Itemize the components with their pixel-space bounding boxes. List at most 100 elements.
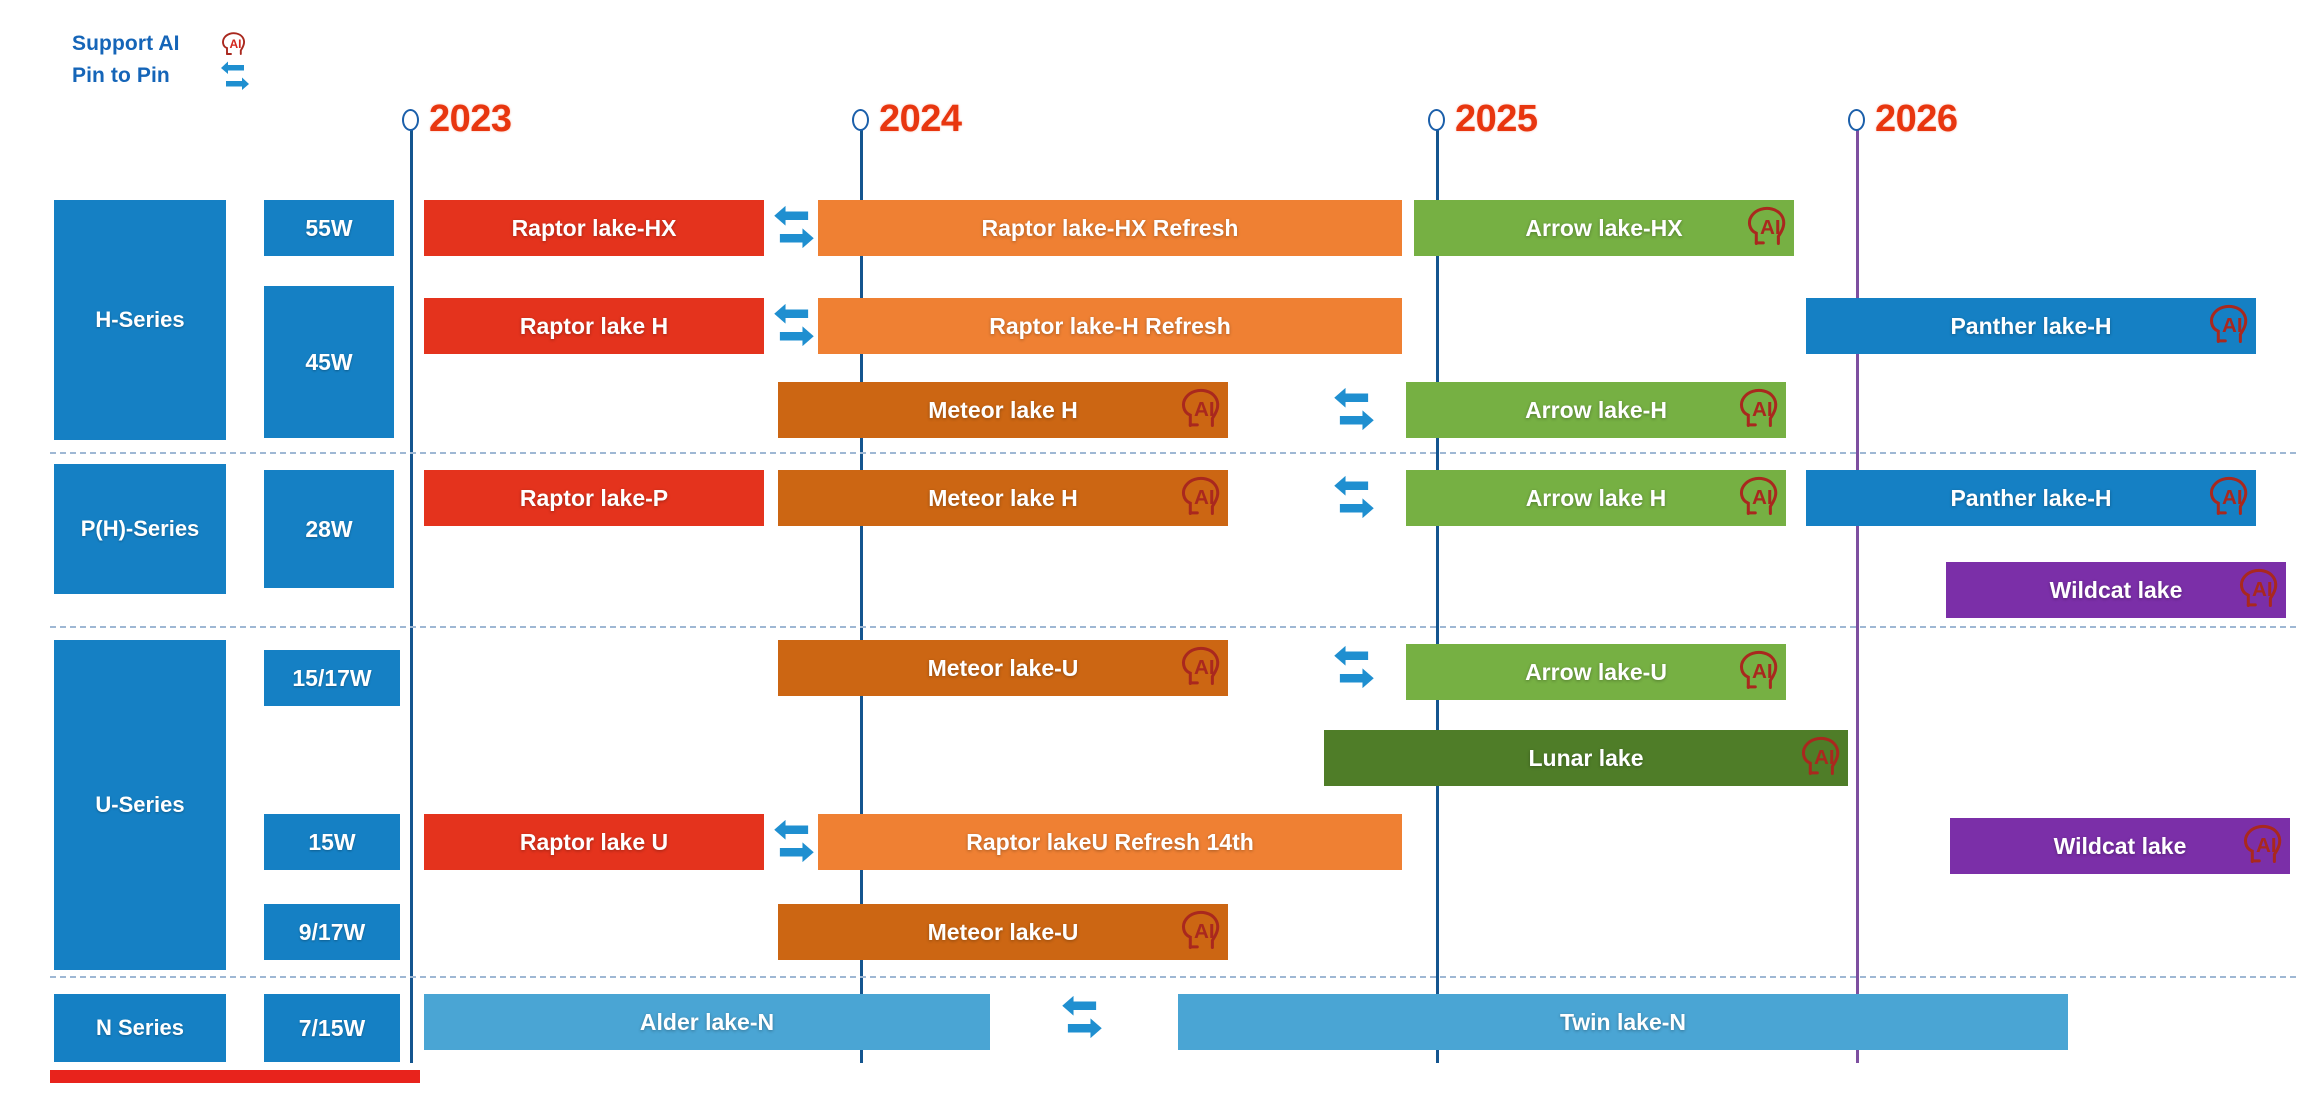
- bar-label: Panther lake-H: [1950, 312, 2112, 339]
- pin-to-pin-swap-icon: [212, 61, 258, 91]
- svg-text:AI: AI: [1194, 656, 1215, 679]
- year-line-2024: [860, 128, 863, 1063]
- year-ring-icon: [852, 108, 869, 131]
- legend: Support AI AI Pin to Pin: [72, 28, 258, 92]
- ai-head-icon: AI: [2234, 561, 2288, 615]
- svg-text:AI: AI: [1752, 486, 1773, 509]
- sep-u-n: [50, 976, 2296, 978]
- ai-head-icon: AI: [1176, 903, 1230, 957]
- tdp-box-28w[interactable]: 28W: [264, 470, 394, 588]
- bar-label: Arrow lake-H: [1525, 396, 1667, 423]
- pin-to-pin-swap-icon: [1330, 386, 1378, 434]
- year-line-2026: [1856, 128, 1859, 1063]
- bar-label: Meteor lake H: [928, 396, 1078, 423]
- bar-label: Raptor lake-H Refresh: [989, 312, 1231, 339]
- bar-label: Alder lake-N: [639, 1008, 775, 1035]
- year-ring-icon: [402, 108, 419, 131]
- bar-meteor-lake-u-bottom[interactable]: Meteor lake-U: [778, 904, 1228, 960]
- bar-label: Meteor lake-U: [927, 654, 1079, 681]
- bar-raptor-lake-h[interactable]: Raptor lake H: [424, 298, 764, 354]
- year-ring-icon: [1848, 108, 1865, 131]
- pin-to-pin-swap-icon: [1330, 474, 1378, 522]
- bar-arrow-lake-hx[interactable]: Arrow lake-HX: [1414, 200, 1794, 256]
- bar-panther-lake-h-ph[interactable]: Panther lake-H: [1806, 470, 2256, 526]
- bar-label: Arrow lake H: [1525, 484, 1667, 511]
- tdp-box-55w[interactable]: 55W: [264, 200, 394, 256]
- ai-head-icon: AI: [1734, 469, 1788, 523]
- ai-head-icon: AI: [1176, 381, 1230, 435]
- ai-head-icon: AI: [1796, 729, 1850, 783]
- bar-label: Meteor lake-U: [927, 918, 1079, 945]
- tdp-box-45w[interactable]: 45W: [264, 286, 394, 438]
- svg-text:AI: AI: [1194, 398, 1215, 421]
- bar-raptor-lake-p[interactable]: Raptor lake-P: [424, 470, 764, 526]
- bar-wildcat-lake-ph[interactable]: Wildcat lake: [1946, 562, 2286, 618]
- bar-label: Lunar lake: [1528, 744, 1644, 771]
- bar-label: Arrow lake-HX: [1525, 214, 1683, 241]
- bar-twin-lake-n[interactable]: Twin lake-N: [1178, 994, 2068, 1050]
- pin-to-pin-swap-icon: [770, 204, 818, 252]
- legend-item-support-ai: Support AI AI: [72, 28, 258, 60]
- year-marker-2025: 2025: [1428, 98, 1538, 141]
- bar-raptor-lake-u[interactable]: Raptor lake U: [424, 814, 764, 870]
- ai-head-icon: AI: [2238, 817, 2292, 871]
- svg-text:AI: AI: [230, 37, 242, 51]
- pin-to-pin-swap-icon: [1330, 644, 1378, 692]
- bar-arrow-lake-h-top[interactable]: Arrow lake-H: [1406, 382, 1786, 438]
- bar-meteor-lake-u-top[interactable]: Meteor lake-U: [778, 640, 1228, 696]
- bottom-rule-red-segment: [50, 1070, 420, 1083]
- bar-panther-lake-h-top[interactable]: Panther lake-H: [1806, 298, 2256, 354]
- bar-label: Raptor lake-HX Refresh: [981, 214, 1239, 241]
- ai-head-icon: AI: [1734, 381, 1788, 435]
- series-box-h-series[interactable]: H-Series: [54, 200, 226, 440]
- bar-label: Twin lake-N: [1559, 1008, 1687, 1035]
- series-box-n-series[interactable]: N Series: [54, 994, 226, 1062]
- year-label: 2023: [429, 98, 512, 140]
- legend-item-pin-to-pin: Pin to Pin: [72, 60, 258, 92]
- svg-text:AI: AI: [2256, 834, 2277, 857]
- svg-text:AI: AI: [1194, 920, 1215, 943]
- bar-raptor-lake-hx-refresh[interactable]: Raptor lake-HX Refresh: [818, 200, 1402, 256]
- ai-head-icon: AI: [1734, 643, 1788, 697]
- series-box-u-series[interactable]: U-Series: [54, 640, 226, 970]
- tdp-box-15w[interactable]: 15W: [264, 814, 400, 870]
- svg-text:AI: AI: [1814, 746, 1835, 769]
- bar-raptor-lakeu-refresh[interactable]: Raptor lakeU Refresh 14th: [818, 814, 1402, 870]
- bar-label: Wildcat lake: [2049, 576, 2183, 603]
- series-box-p-h-series[interactable]: P(H)-Series: [54, 464, 226, 594]
- bar-meteor-lake-h-top[interactable]: Meteor lake H: [778, 382, 1228, 438]
- svg-text:AI: AI: [1760, 216, 1781, 239]
- tdp-box-15-17w[interactable]: 15/17W: [264, 650, 400, 706]
- bar-raptor-lake-hx[interactable]: Raptor lake-HX: [424, 200, 764, 256]
- svg-text:AI: AI: [1752, 660, 1773, 683]
- tdp-box-9-17w[interactable]: 9/17W: [264, 904, 400, 960]
- year-label: 2024: [879, 98, 962, 140]
- bar-wildcat-lake-u[interactable]: Wildcat lake: [1950, 818, 2290, 874]
- bar-label: Raptor lake H: [519, 312, 669, 339]
- bar-alder-lake-n[interactable]: Alder lake-N: [424, 994, 990, 1050]
- ai-head-icon: AI: [1742, 199, 1796, 253]
- bar-label: Raptor lake U: [519, 828, 669, 855]
- bar-lunar-lake[interactable]: Lunar lake: [1324, 730, 1848, 786]
- year-marker-2026: 2026: [1848, 98, 1958, 141]
- ai-head-icon: AI: [2204, 469, 2258, 523]
- bar-meteor-lake-h-ph[interactable]: Meteor lake H: [778, 470, 1228, 526]
- bar-label: Raptor lake-HX: [511, 214, 677, 241]
- pin-to-pin-swap-icon: [1058, 994, 1106, 1042]
- bar-arrow-lake-h-ph[interactable]: Arrow lake H: [1406, 470, 1786, 526]
- ai-head-icon: AI: [212, 27, 258, 61]
- pin-to-pin-swap-icon: [770, 302, 818, 350]
- bar-arrow-lake-u[interactable]: Arrow lake-U: [1406, 644, 1786, 700]
- bar-label: Meteor lake H: [928, 484, 1078, 511]
- legend-label-support-ai: Support AI: [72, 32, 180, 55]
- bar-label: Wildcat lake: [2053, 832, 2187, 859]
- year-line-2025: [1436, 128, 1439, 1063]
- sep-h-ph: [50, 452, 2296, 454]
- ai-head-icon: AI: [2204, 297, 2258, 351]
- bar-label: Arrow lake-U: [1525, 658, 1667, 685]
- bar-label: Raptor lake-P: [519, 484, 669, 511]
- tdp-box-7-15w[interactable]: 7/15W: [264, 994, 400, 1062]
- svg-text:AI: AI: [2222, 314, 2243, 337]
- bar-raptor-lake-h-refresh[interactable]: Raptor lake-H Refresh: [818, 298, 1402, 354]
- sep-ph-u: [50, 626, 2296, 628]
